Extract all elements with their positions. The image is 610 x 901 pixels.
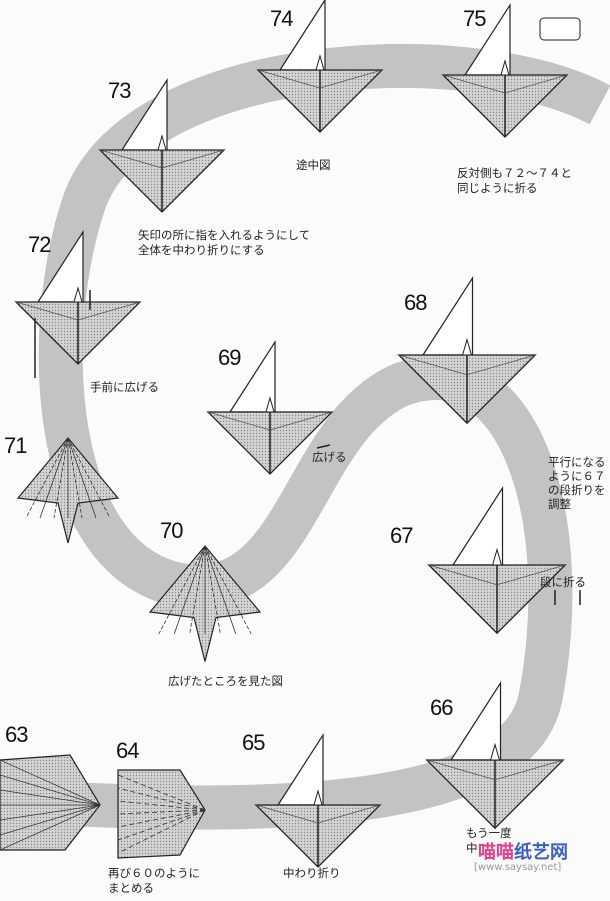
- figure-70-ray: [204, 545, 221, 635]
- caption-64-line2: まとめる: [108, 881, 154, 895]
- figure-71-ray: [39, 437, 69, 519]
- figure-71-ray: [53, 437, 69, 519]
- figure-69-point: [265, 396, 275, 413]
- figure-67-sail: [451, 485, 504, 566]
- figure-66-point: [489, 742, 501, 761]
- step-number-64: 64: [116, 738, 140, 763]
- figure-67-crease-right: [496, 564, 566, 586]
- figure-63-ray: [0, 789, 101, 806]
- step-number-75: 75: [463, 6, 487, 31]
- step-number-70: 70: [160, 518, 184, 543]
- figure-71-ray: [67, 437, 83, 519]
- figure-64-body: [117, 769, 206, 859]
- figure-67-crease-left: [428, 564, 498, 586]
- caption-72: 手前に広げる: [90, 380, 159, 394]
- figure-64-ray: [117, 809, 206, 815]
- figure-67-point: [491, 547, 503, 566]
- figure-66-crease-right: [494, 759, 564, 781]
- caption-69: 広げる: [312, 450, 347, 464]
- figure-70-ray: [204, 545, 237, 635]
- caption-66-line2: 中: [466, 841, 478, 855]
- figure-73-crease-left: [99, 149, 163, 169]
- figure-73-crease-right: [161, 149, 225, 169]
- step-number-68: 68: [404, 290, 428, 315]
- figure-74-crease-left: [257, 69, 321, 89]
- caption-64-line1: 再び６０のように: [108, 866, 200, 880]
- figure-70-ray: [158, 545, 206, 635]
- figure-69-crease-left: [207, 411, 271, 431]
- figure-75-crease-left: [442, 74, 506, 94]
- figure-64-ray: [117, 809, 206, 854]
- step-number-65: 65: [242, 730, 266, 755]
- figure-65-crease-right: [317, 804, 381, 824]
- caption-65: 中わり折り: [283, 866, 341, 880]
- figure-66-sail: [449, 680, 502, 761]
- figure-72-crease-right: [77, 301, 141, 321]
- watermark-url: [www.saysay.net]: [474, 862, 562, 873]
- watermark-logo: 喵喵纸艺网: [478, 842, 568, 863]
- hand-icon: [539, 17, 581, 41]
- figure-74-point: [315, 54, 325, 71]
- caption-67: 段に折る: [540, 575, 586, 589]
- figure-70-ray: [204, 545, 252, 635]
- figure-63-ray: [0, 759, 101, 806]
- figure-63-ray: [0, 804, 101, 851]
- figure-71-ray: [67, 437, 97, 519]
- step-number-74: 74: [270, 6, 294, 31]
- caption-74: 途中図: [296, 158, 331, 172]
- figure-75-point: [500, 59, 510, 76]
- figure-75-crease-right: [504, 74, 568, 94]
- step-number-67: 67: [390, 523, 414, 548]
- figure-63-ray: [0, 774, 101, 806]
- figure-68-point: [461, 337, 473, 356]
- figure-64-ray: [117, 809, 206, 841]
- step-number-71: 71: [4, 433, 28, 458]
- figure-65-point: [313, 789, 323, 806]
- step-number-69: 69: [218, 345, 242, 370]
- arrow-icon: [316, 444, 331, 449]
- figure-64-ray: [117, 800, 206, 811]
- caption-68-line1: 平行になる: [548, 455, 606, 469]
- caption-68-line4: 調整: [548, 497, 571, 511]
- figure-70-ray: [173, 545, 206, 635]
- figure-65-sail: [276, 732, 324, 806]
- figure-68-crease-right: [466, 354, 536, 376]
- figure-65-crease-left: [255, 804, 319, 824]
- figure-70-ray: [189, 545, 206, 635]
- figure-73-point: [157, 134, 167, 151]
- figure-71-ray: [25, 437, 69, 519]
- step-number-66: 66: [430, 695, 454, 720]
- caption-66-line1: もう一度: [466, 826, 512, 840]
- step-number-73: 73: [108, 78, 132, 103]
- step-number-72: 72: [28, 232, 52, 257]
- caption-73-line2: 全体を中わり折りにする: [138, 243, 265, 257]
- figure-69-crease-right: [269, 411, 333, 431]
- figure-63-ray: [0, 804, 101, 836]
- figure-64-ray: [117, 809, 206, 828]
- caption-68-line3: の段折りを: [548, 483, 606, 497]
- figure-68-crease-left: [398, 354, 468, 376]
- figure-74-crease-right: [319, 69, 383, 89]
- figure-68-sail: [421, 275, 474, 356]
- figure-64-ray: [117, 787, 206, 811]
- figure-72-crease-left: [15, 301, 79, 321]
- figure-63-ray: [0, 804, 101, 821]
- caption-75-line1: 反対側も７２～７４と: [457, 166, 572, 180]
- caption-75-line2: 同じように折る: [457, 181, 538, 195]
- figure-66-crease-left: [426, 759, 496, 781]
- step-number-63: 63: [5, 722, 29, 747]
- figure-71-ray: [67, 437, 111, 519]
- caption-73-line1: 矢印の所に指を入れるようにして: [138, 228, 311, 242]
- figure-63-body: [0, 754, 101, 851]
- caption-70: 広げたところを見た図: [168, 674, 283, 688]
- caption-68-line2: ように６７: [548, 469, 606, 483]
- figure-72-point: [73, 286, 83, 303]
